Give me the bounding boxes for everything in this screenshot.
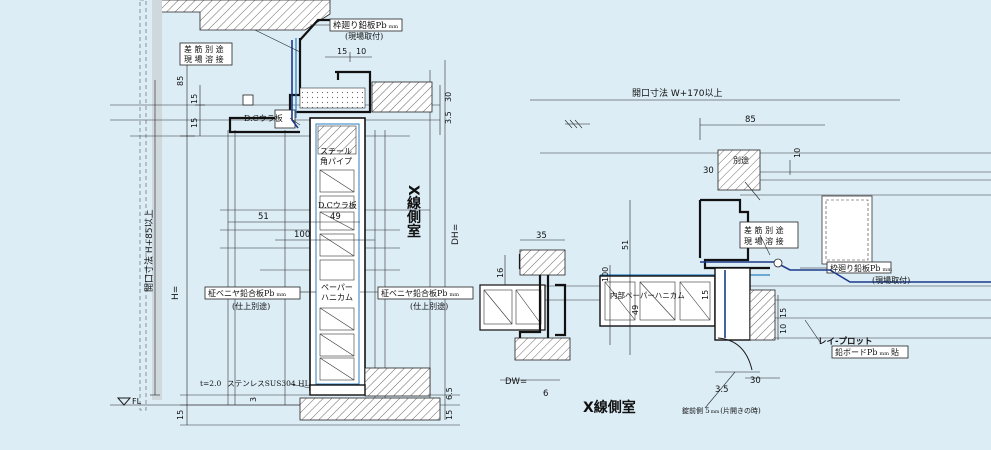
dim-left-dh: DH= <box>451 224 461 245</box>
dim-right-3-5: 3.5 <box>715 385 729 395</box>
dim-right-35: 35 <box>536 231 547 241</box>
dim-left-49: 49 <box>330 212 341 222</box>
dim-left-opening-height: 開口寸法 H+85以上 <box>143 209 155 292</box>
dim-left-15-bottom: 15 <box>445 410 454 420</box>
dim-left-6-5: 6.5 <box>445 387 454 400</box>
label-box-waku-lead-left <box>329 18 403 32</box>
dim-right-30: 30 <box>703 166 714 176</box>
label-fl: FL <box>132 397 142 406</box>
dim-right-30b: 30 <box>750 376 761 386</box>
label-genba-toritsuke-left: (現場取付) <box>345 31 383 41</box>
dim-left-3: 3 <box>249 397 258 402</box>
dim-left-top-10: 10 <box>356 47 366 56</box>
label-genba-yousetsu-right: 現 場 溶 接 <box>744 236 784 246</box>
dim-left-15b: 15 <box>190 118 199 128</box>
label-lock-note: 錠前側 5mm(片開きの時) <box>682 406 761 415</box>
right-horizontal-section <box>479 99 991 409</box>
label-steel-pipe-1: スチール <box>320 147 352 156</box>
label-box-veneer-right <box>377 286 474 300</box>
label-ray-proof: レイ-プロット <box>818 336 873 347</box>
label-sakin-betto-left: 差 筋 別 途 <box>184 44 224 54</box>
dim-left-h-mark: H= <box>171 286 181 300</box>
label-xray-room-right: X線側室 <box>583 399 636 416</box>
dim-left-30: 30 <box>444 92 453 102</box>
dim-right-16: 16 <box>496 268 505 278</box>
label-genba-toritsuke-right: (現場取付) <box>872 275 910 285</box>
dim-right-10: 10 <box>793 148 802 158</box>
label-sakin-betto-right: 差 筋 別 途 <box>744 225 784 235</box>
dim-right-51: 51 <box>621 240 630 250</box>
dim-left-51: 51 <box>258 212 269 222</box>
dim-left-85: 85 <box>176 76 185 86</box>
dim-right-dw: DW= <box>505 377 527 387</box>
label-xray-room-left: X線側室 <box>405 185 422 238</box>
xray-room-left-vertical: X線側室 <box>405 185 422 238</box>
label-genba-yousetsu-left: 現 場 溶 接 <box>184 54 224 64</box>
label-shiage-left: (仕上別途) <box>232 301 270 311</box>
label-betto-right: 別途 <box>733 155 749 165</box>
label-paper-1: ペーパー <box>321 283 353 292</box>
label-box-sakin-right <box>739 221 799 249</box>
label-box-waku-lead-right <box>826 261 892 274</box>
dim-right-85: 85 <box>745 115 756 125</box>
dim-left-15-left-bottom: 15 <box>176 410 185 420</box>
dim-right-15b: 15 <box>779 308 788 318</box>
dim-left-15a: 15 <box>190 94 199 104</box>
dim-left-3-5: 3.5 <box>444 111 453 124</box>
label-box-veneer-left <box>204 286 301 300</box>
label-dc-uraita-left: D.Cウラ板 <box>244 113 283 123</box>
label-dc-uraita-door: D.Cウラ板 <box>318 200 357 210</box>
label-box-lead-board <box>831 345 909 359</box>
dim-left-top-15: 15 <box>337 47 347 56</box>
dim-left-100: 100 <box>294 230 310 240</box>
label-naibu-honeycomb: 内部ペーパーハニカム <box>610 290 685 300</box>
left-vertical-section <box>110 0 460 426</box>
dim-right-10b: 10 <box>779 324 788 334</box>
dim-right-opening-width: 開口寸法 W+170以上 <box>632 87 722 99</box>
label-paper-2: ハニカム <box>321 293 353 302</box>
dim-right-100: 100 <box>601 267 610 282</box>
dim-right-49: 49 <box>631 305 640 315</box>
dim-right-6: 6 <box>543 389 548 399</box>
label-steel-pipe-2: 角パイプ <box>320 156 352 166</box>
label-box-sakin-left <box>179 42 233 66</box>
dim-right-15: 15 <box>701 290 710 300</box>
label-shiage-right: (仕上別途) <box>410 301 448 311</box>
